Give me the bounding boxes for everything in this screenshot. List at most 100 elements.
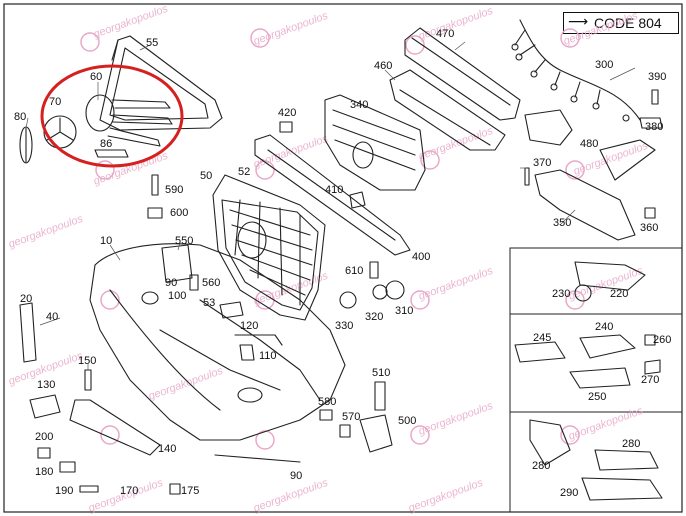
label-175: 175 <box>181 485 199 497</box>
seal-1 <box>80 32 100 52</box>
seal-16 <box>560 425 580 445</box>
watermark-1: georgakopoulos <box>92 3 170 41</box>
label-580: 580 <box>318 396 336 408</box>
part-250-drl-lamp <box>569 367 631 389</box>
part-610-clip <box>369 261 379 279</box>
part-390-clip <box>651 89 659 105</box>
label-280-right: 280 <box>622 438 640 450</box>
part-150-screw <box>84 369 92 391</box>
part-230-ring <box>574 284 592 302</box>
part-50-main-grille <box>212 174 326 321</box>
label-290: 290 <box>560 487 578 499</box>
label-70: 70 <box>49 96 61 108</box>
label-100: 100 <box>168 290 186 302</box>
label-390: 390 <box>648 71 666 83</box>
label-40: 40 <box>46 311 58 323</box>
label-600: 600 <box>170 207 188 219</box>
part-55-grille-frame <box>99 35 223 131</box>
seal-9 <box>100 290 120 310</box>
right-arrow-icon: ⟶ <box>568 14 589 30</box>
part-60-grille-louvers <box>85 94 173 147</box>
part-245-drl-cover <box>514 341 566 363</box>
label-550: 550 <box>175 235 193 247</box>
part-570-screw <box>339 424 351 438</box>
label-190: 190 <box>55 485 73 497</box>
watermark-12: georgakopoulos <box>567 265 645 303</box>
part-175-clip <box>169 483 181 495</box>
label-140: 140 <box>158 443 176 455</box>
part-350-side-bracket <box>534 139 656 241</box>
part-180-clip <box>59 461 76 473</box>
label-50: 50 <box>200 170 212 182</box>
part-560-clip <box>189 274 199 291</box>
part-90-trim <box>214 454 301 463</box>
part-200-clip <box>37 447 51 459</box>
part-310-sensor <box>385 280 405 300</box>
part-500-bracket <box>359 414 393 453</box>
part-190-screw <box>79 485 99 493</box>
label-510: 510 <box>372 367 390 379</box>
label-350: 350 <box>553 217 571 229</box>
label-480: 480 <box>580 138 598 150</box>
watermark-4: georgakopoulos <box>562 10 640 48</box>
part-510-bracket <box>374 381 386 411</box>
seal-6 <box>255 160 275 180</box>
part-labels: 55 60 70 80 86 590 600 50 52 10 550 560 … <box>14 28 671 499</box>
seal-3 <box>405 35 425 55</box>
label-570: 570 <box>342 411 360 423</box>
part-80-emblem-side <box>19 126 33 164</box>
seal-7 <box>420 150 440 170</box>
part-460-rib <box>399 89 491 146</box>
part-580-clip <box>319 409 333 421</box>
label-460: 460 <box>374 60 392 72</box>
part-260-screw <box>644 334 656 346</box>
seal-4 <box>560 28 580 48</box>
part-340-amg-grille <box>324 94 426 191</box>
watermark-18: georgakopoulos <box>252 477 330 515</box>
label-300: 300 <box>595 59 613 71</box>
part-590-screw <box>151 174 159 196</box>
part-420-clip <box>279 121 293 133</box>
part-140-lower-grille <box>69 399 161 456</box>
part-130-bracket <box>29 394 61 419</box>
seal-5 <box>95 160 115 180</box>
label-55: 55 <box>146 37 158 49</box>
inset-lower-grille <box>509 411 683 513</box>
part-120-harness <box>234 334 283 346</box>
part-290-lower-grille <box>581 477 663 501</box>
seal-15 <box>410 425 430 445</box>
part-320-ring <box>372 284 388 300</box>
label-560: 560 <box>202 277 220 289</box>
label-590: 590 <box>165 184 183 196</box>
label-360: 360 <box>640 222 658 234</box>
inset-panels <box>509 247 683 513</box>
part-400-crossbar <box>254 134 411 256</box>
label-220: 220 <box>610 288 628 300</box>
label-500: 500 <box>398 415 416 427</box>
seal-13 <box>100 425 120 445</box>
part-70-star-emblem <box>43 115 77 149</box>
label-200: 200 <box>35 431 53 443</box>
part-53-bracket <box>219 301 244 319</box>
part-270-bracket <box>644 359 661 375</box>
seal-8 <box>565 160 585 180</box>
part-470-reinforcement <box>404 27 521 121</box>
label-120: 120 <box>240 320 258 332</box>
part-10-front-bumper <box>89 243 346 441</box>
seal-11 <box>410 290 430 310</box>
label-410: 410 <box>325 184 343 196</box>
label-80: 80 <box>14 111 26 123</box>
label-310: 310 <box>395 305 413 317</box>
watermark-7: georgakopoulos <box>417 125 495 163</box>
part-360-clip <box>644 207 656 219</box>
label-340: 340 <box>350 99 368 111</box>
label-380: 380 <box>645 121 663 133</box>
label-330: 330 <box>335 320 353 332</box>
part-330-sensor <box>339 291 357 309</box>
label-90-small: 90 <box>165 277 177 289</box>
part-280-bracket-left <box>529 419 571 466</box>
label-10: 10 <box>100 235 112 247</box>
label-180: 180 <box>35 466 53 478</box>
